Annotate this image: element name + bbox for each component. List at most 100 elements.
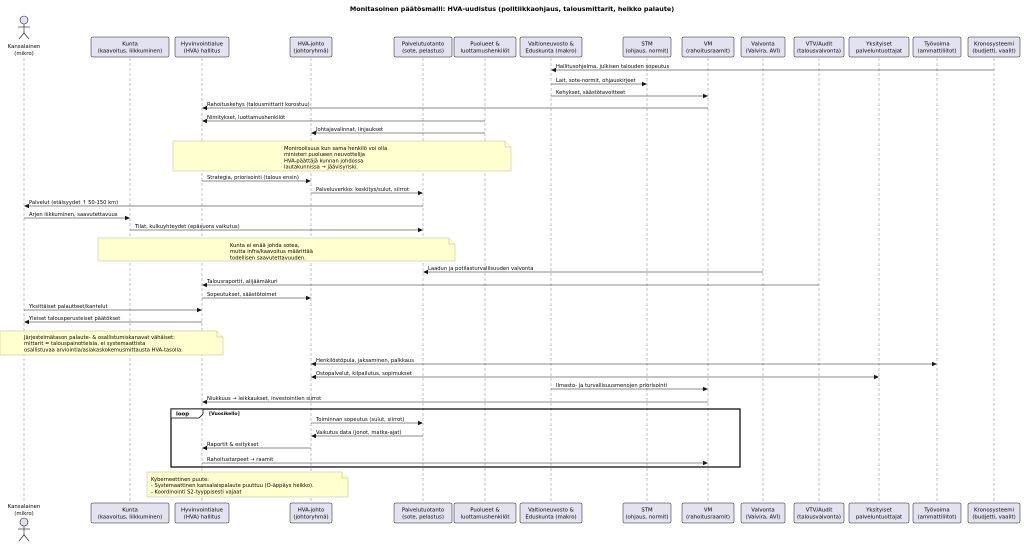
participant-label: Hyvinvointialue xyxy=(181,42,224,48)
note-0: Moniroolisuus kun sama henkilö voi ollam… xyxy=(172,140,512,172)
participant-sublabel: (kaavoitus, liikkuminen) xyxy=(98,49,162,55)
participant-top-valvonta: Valvonta(Valvira, AVI) xyxy=(740,36,786,58)
message-label: Ilmasto- ja turvallisuusmenojen prioriso… xyxy=(556,383,667,389)
note-line: Kyberneettinen puute: xyxy=(151,477,209,483)
message-25: Raportit & esitykset xyxy=(202,442,311,451)
participant-label: Palvelutuotanto xyxy=(402,42,444,48)
participant-top-valtioneuvosto: Valtioneuvosto &Eduskunta (makro) xyxy=(519,36,583,58)
message-11: Tilat, kulkuyhteydet (epäsuora vaikutus) xyxy=(130,224,423,233)
message-label: Arjen liikkuminen, saavutettavuus xyxy=(29,212,118,218)
message-label: Sopeutukset, säästötoimet xyxy=(207,292,277,298)
participant-top-hva: Hyvinvointialue(HVA) hallitus xyxy=(174,36,230,58)
messages: Hallitusohjelma, julkisen talouden sopeu… xyxy=(24,64,994,466)
message-label: Yleiset talousperusteiset päätökset xyxy=(28,316,120,322)
message-19: Henkilöstöpula, jaksaminen, palkkaus xyxy=(311,358,937,367)
participant-sublabel: (HVA) hallitus xyxy=(184,515,221,521)
message-label: Palveluverkko: keskitys/sulut, siirrot xyxy=(316,187,409,193)
note-line: mittarit = talouspainotteisia, ei system… xyxy=(24,341,145,347)
message-label: Johtajavalinnat, linjaukset xyxy=(315,127,383,133)
participant-bottom-kronos: Kronosysteemi(budjetti, vaalit) xyxy=(967,502,1021,524)
message-20: Ostopalvelut, kilpailutus, sopimukset xyxy=(311,371,879,380)
participant-label: HVA-johto xyxy=(298,508,325,514)
note-line: ministeri puolueen neuvottelija xyxy=(284,152,365,158)
participant-top-kunta: Kunta(kaavoitus, liikkuminen) xyxy=(90,36,170,58)
participant-bottom-tyovoima: Työvoima(ammattiliitot) xyxy=(912,502,962,524)
participant-label: Palvelutuotanto xyxy=(402,508,444,514)
participant-label: HVA-johto xyxy=(298,42,325,48)
participant-top-vm: VM(rahoitusraamit) xyxy=(681,36,735,58)
note-line: todellisen saavutettavuuden. xyxy=(230,255,306,261)
participant-sublabel: luottamushenkilöt xyxy=(461,49,510,55)
participant-label: VTV/Audit xyxy=(806,42,833,48)
message-21: Ilmasto- ja turvallisuusmenojen prioriso… xyxy=(551,383,708,392)
message-label: Talousraportit, alijäämäkuri xyxy=(206,279,278,285)
participant-sublabel: (sote, pelastus) xyxy=(402,515,444,521)
participant-bottom-hvajohto: HVA-johto(johtoryhmä) xyxy=(289,502,333,524)
notes: Moniroolisuus kun sama henkilö voi ollam… xyxy=(0,140,512,498)
loop-tag xyxy=(170,408,204,419)
message-0: Hallitusohjelma, julkisen talouden sopeu… xyxy=(551,64,994,73)
participant-bottom-vtv: VTV/Audit(talousvalvonta) xyxy=(793,502,845,524)
participant-sublabel: (mikro) xyxy=(14,511,33,517)
message-5: Johtajavalinnat, linjaukset xyxy=(311,127,485,136)
note-1: Kunta ei enää johda sotea,mutta infra/ka… xyxy=(97,237,456,261)
participant-top-palvelut: Palvelutuotanto(sote, pelastus) xyxy=(393,36,453,58)
message-label: Lait, sote-normit, ohjauskirjeet xyxy=(556,78,636,84)
note-line: osallistuvaa arviointia/asiakaskokemusmi… xyxy=(24,347,183,353)
message-24: Vaikutus data (jonot, matka-ajat) xyxy=(311,430,423,439)
participant-bottom-valvonta: Valvonta(Valvira, AVI) xyxy=(740,502,786,524)
message-9: Palvelut (etäisyydet ↑ 50-150 km) xyxy=(24,200,423,209)
note-line: - Systemaattinen kansalaispalaute puuttu… xyxy=(151,483,314,489)
message-label: Tilat, kulkuyhteydet (epäsuora vaikutus) xyxy=(134,224,240,230)
participant-sublabel: (ohjaus, normit) xyxy=(625,515,668,521)
message-label: Henkilöstöpula, jaksaminen, palkkaus xyxy=(316,358,414,364)
message-label: Toiminnan sopeutus (sulut, siirrot) xyxy=(315,417,404,423)
participant-sublabel: (Valvira, AVI) xyxy=(746,49,781,55)
participant-label: Valtioneuvosto & xyxy=(528,42,575,48)
message-8: Palveluverkko: keskitys/sulut, siirrot xyxy=(311,187,423,196)
participant-sublabel: (HVA) hallitus xyxy=(184,49,221,55)
message-26: Rahoitustarpeet → raamit xyxy=(202,457,708,466)
message-label: Niukkuus → leikkaukset, investointien si… xyxy=(207,396,321,402)
participant-bottom-stm: STM(ohjaus, normit) xyxy=(622,502,672,524)
participant-sublabel: (rahoitusraamit) xyxy=(686,515,730,521)
participant-sublabel: luottamushenkilöt xyxy=(461,515,510,521)
message-7: Strategia, priorisointi (talous ensin) xyxy=(202,175,311,184)
participant-top-puolueet: Puolueet &luottamushenkilöt xyxy=(453,36,517,58)
participant-top-stm: STM(ohjaus, normit) xyxy=(622,36,672,58)
participant-label: Kansalainen xyxy=(8,44,41,50)
loop-frame-box xyxy=(170,408,741,468)
message-label: Nimitykset, luottamushenkilöt xyxy=(207,115,285,121)
participant-sublabel: Eduskunta (makro) xyxy=(525,515,576,521)
participant-sublabel: (ohjaus, normit) xyxy=(625,49,668,55)
participant-top-vtv: VTV/Audit(talousvalvonta) xyxy=(793,36,845,58)
message-10: Arjen liikkuminen, saavutettavuus xyxy=(24,212,130,221)
participant-label: STM xyxy=(641,508,653,514)
participant-label: Valvonta xyxy=(751,508,774,514)
participant-heads-top: Kansalainen(mikro) Kunta(kaavoitus, liikk… xyxy=(8,15,1021,58)
message-label: Strategia, priorisointi (talous ensin) xyxy=(207,175,299,181)
participant-sublabel: (mikro) xyxy=(14,51,33,57)
participant-bottom-kunta: Kunta(kaavoitus, liikkuminen) xyxy=(90,502,170,524)
participant-sublabel: (budjetti, vaalit) xyxy=(972,49,1015,55)
note-line: lautakunnissa → jäävisyriski. xyxy=(284,165,358,171)
participant-label: Puolueet & xyxy=(470,508,500,514)
participant-top-kansalainen: Kansalainen(mikro) xyxy=(8,15,41,57)
message-2: Kehykset, säästötavoitteet xyxy=(551,90,708,99)
participant-label: Yksityiset xyxy=(865,508,892,514)
participant-bottom-valtioneuvosto: Valtioneuvosto &Eduskunta (makro) xyxy=(519,502,583,524)
message-15: Sopeutukset, säästötoimet xyxy=(202,292,311,301)
message-1: Lait, sote-normit, ohjauskirjeet xyxy=(551,78,647,87)
note-line: HVA-päättäjä kunnan johdossa xyxy=(284,158,363,164)
participant-heads-bottom: Kansalainen(mikro) Kunta(kaavoitus, liikk… xyxy=(8,502,1021,542)
message-label: Ostopalvelut, kilpailutus, sopimukset xyxy=(316,371,412,377)
participant-label: Kansalainen xyxy=(8,504,41,510)
participant-bottom-puolueet: Puolueet &luottamushenkilöt xyxy=(453,502,517,524)
message-label: Laadun ja potilasturvallisuuden valvonta xyxy=(428,266,533,272)
participant-bottom-palvelut: Palvelutuotanto(sote, pelastus) xyxy=(393,502,453,524)
message-label: Vaikutus data (jonot, matka-ajat) xyxy=(316,430,401,436)
participant-sublabel: (Valvira, AVI) xyxy=(746,515,781,521)
participant-sublabel: (kaavoitus, liikkuminen) xyxy=(98,515,162,521)
